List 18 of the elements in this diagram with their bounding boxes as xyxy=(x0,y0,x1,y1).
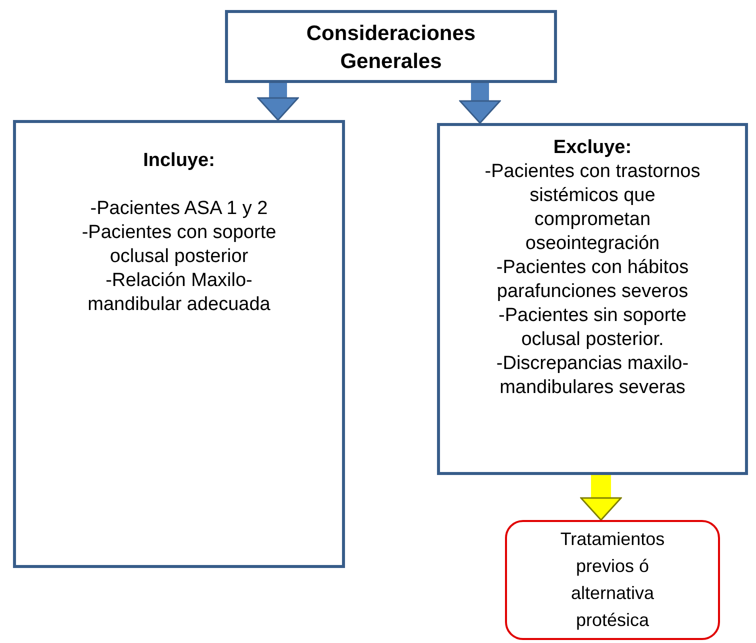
list-item: -Pacientes sin soporte oclusal posterior. xyxy=(498,304,688,352)
box-heading: Excluye: xyxy=(552,136,633,160)
process-box xyxy=(13,120,345,568)
block-arrow xyxy=(580,475,622,521)
box-heading: Consideraciones Generales xyxy=(305,21,477,75)
block-arrow xyxy=(257,83,299,121)
box-text: Tratamientos previos ó alternativa protésica xyxy=(559,528,666,632)
list-item: -Pacientes con trastornos sistémicos que comprometan oseointegración xyxy=(484,160,702,256)
process-box xyxy=(437,123,748,475)
list-item: -Discrepancias maxilo- mandibulares severas xyxy=(495,352,690,400)
list-item: -Relación Maxilo- mandibular adecuada xyxy=(86,269,272,317)
list-item: -Pacientes con soporte oclusal posterior xyxy=(80,221,278,269)
box-heading: Incluye: xyxy=(142,149,216,173)
list-item: -Pacientes ASA 1 y 2 xyxy=(89,197,269,221)
block-arrow xyxy=(459,83,501,124)
title-box xyxy=(225,10,557,83)
list-item: -Pacientes con hábitos parafunciones severos xyxy=(495,256,690,304)
result-box xyxy=(505,520,720,640)
